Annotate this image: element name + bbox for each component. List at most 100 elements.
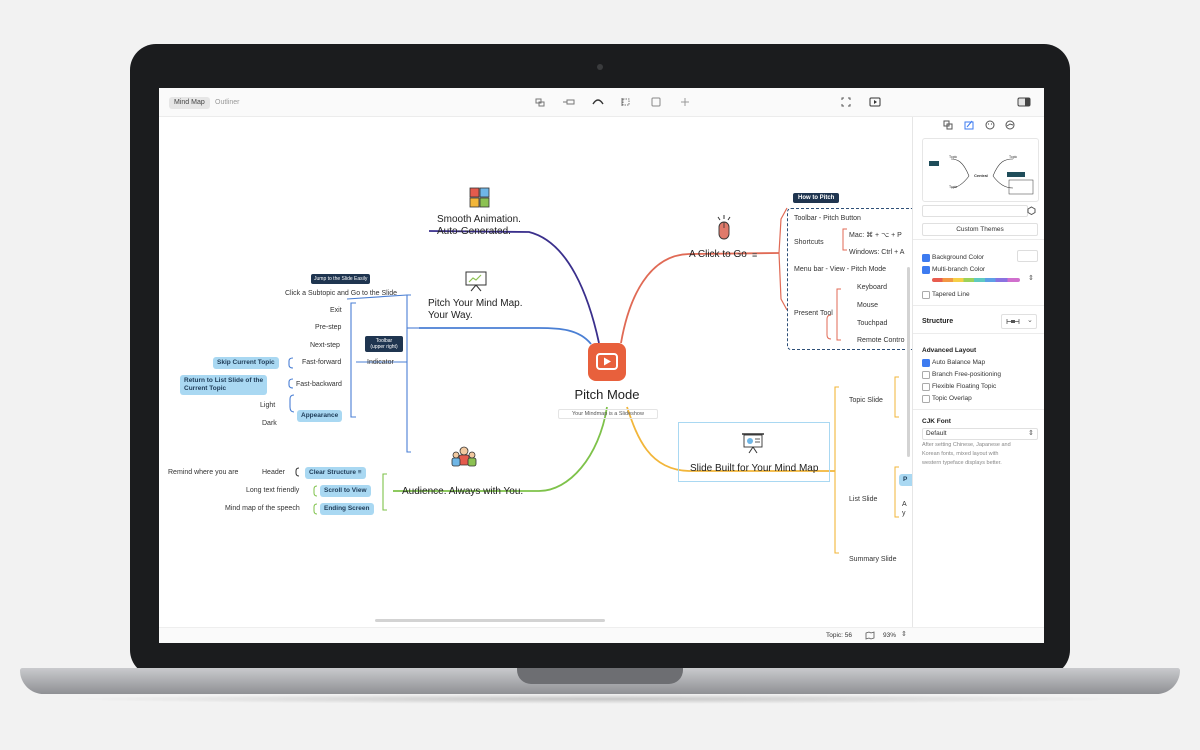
branch-free-checkbox[interactable] <box>922 371 930 379</box>
horizontal-scrollbar[interactable] <box>375 619 605 622</box>
theme-icon[interactable] <box>964 120 974 130</box>
list-slide-a[interactable]: A <box>902 501 907 508</box>
pitch-item-next-step[interactable]: Next-step <box>310 342 340 349</box>
map-icon[interactable] <box>1005 120 1015 130</box>
clear-structure-chip[interactable]: Clear Structure ≡ <box>305 467 366 479</box>
pitch-item-pre-step[interactable]: Pre-step <box>315 324 342 331</box>
vertical-scrollbar[interactable] <box>907 267 910 457</box>
appearance-dark[interactable]: Dark <box>262 420 277 427</box>
emoji-icon[interactable] <box>985 120 995 130</box>
central-topic-icon[interactable] <box>588 343 626 381</box>
pitch-item-fast-backward[interactable]: Fast-backward <box>296 381 342 388</box>
shortcut-mac[interactable]: Mac: ⌘ + ⌥ + P <box>849 232 902 239</box>
pitch-item-exit[interactable]: Exit <box>330 307 342 314</box>
topic-overlap-checkbox[interactable] <box>922 395 930 403</box>
shortcuts-label[interactable]: Shortcuts <box>794 239 824 246</box>
return-list-slide-chip[interactable]: Return to List Slide of the Current Topi… <box>180 375 268 395</box>
cjk-font-heading: CJK Font <box>922 418 951 425</box>
appearance-light[interactable]: Light <box>260 402 276 409</box>
tool-remote-control[interactable]: Remote Contro <box>857 337 905 344</box>
topic-icon[interactable] <box>535 97 545 107</box>
long-text-label[interactable]: Long text friendly <box>246 487 300 494</box>
how-to-pitch-tag[interactable]: How to Pitch <box>793 193 840 203</box>
theme-name-field[interactable] <box>922 205 1028 217</box>
branch-free-label: Branch Free-positioning <box>932 371 1002 378</box>
background-color-checkbox[interactable] <box>922 254 930 262</box>
menu-bar-label[interactable]: Menu bar - View - Pitch Mode <box>794 266 887 273</box>
background-color-label: Background Color <box>932 254 985 261</box>
cjk-font-select[interactable]: Default ⇕ <box>922 428 1038 440</box>
relationship-icon[interactable] <box>592 96 604 106</box>
list-slide-label[interactable]: List Slide <box>849 496 878 503</box>
present-tool-label[interactable]: Present Tool <box>794 310 833 317</box>
subtopic-icon[interactable] <box>563 97 575 107</box>
scroll-to-view-chip[interactable]: Scroll to View <box>320 485 371 497</box>
central-topic-title[interactable]: Pitch Mode <box>574 387 640 402</box>
indicator-label[interactable]: Indicator <box>367 359 394 366</box>
pitch-item-fast-forward[interactable]: Fast-forward <box>302 359 342 366</box>
remind-label[interactable]: Remind where you are <box>168 469 239 476</box>
cube-icon[interactable] <box>1027 206 1036 215</box>
smooth-branch-line1[interactable]: Smooth Animation. <box>437 214 521 225</box>
topic-slide-label[interactable]: Topic Slide <box>849 397 883 404</box>
how-to-pitch-boundary[interactable] <box>787 208 912 350</box>
click-branch-title[interactable]: A Click to Go <box>689 249 747 260</box>
slide-branch-title[interactable]: Slide Built for Your Mind Map <box>690 463 819 474</box>
multi-branch-label: Multi-branch Color <box>932 266 986 273</box>
smooth-branch-line2[interactable]: Auto-Generated. <box>437 226 511 237</box>
custom-themes-button[interactable]: Custom Themes <box>922 223 1038 236</box>
style-icon[interactable] <box>943 120 953 130</box>
appearance-chip[interactable]: Appearance <box>297 410 343 422</box>
theme-preview[interactable]: Central Topic Topic Topic <box>922 138 1039 202</box>
notes-icon[interactable]: ≡ <box>752 250 758 260</box>
toolbar-pitch-button-label[interactable]: Toolbar - Pitch Button <box>794 215 861 222</box>
topic-overlap-label: Topic Overlap <box>932 395 972 402</box>
audience-icon <box>451 446 477 467</box>
tapered-line-checkbox[interactable] <box>922 291 930 299</box>
pitch-branch-line2[interactable]: Your Way. <box>428 310 473 321</box>
skip-current-topic-chip[interactable]: Skip Current Topic <box>213 357 279 369</box>
tab-mind-map[interactable]: Mind Map <box>169 97 210 109</box>
pitch-icon[interactable] <box>869 97 881 107</box>
audience-branch-title[interactable]: Audience. Always with You. <box>402 486 524 497</box>
summary-slide-label[interactable]: Summary Slide <box>849 556 897 563</box>
tip-jump: Jump to the Slide Easily <box>311 274 371 284</box>
pitch-branch-line1[interactable]: Pitch Your Mind Map. <box>428 298 523 309</box>
mind-map-speech-label[interactable]: Mind map of the speech <box>225 505 300 512</box>
multi-branch-stepper-icon[interactable]: ⇕ <box>1028 275 1034 282</box>
cjk-font-note: After setting Chinese, Japanese and Kore… <box>922 441 1011 468</box>
tool-mouse[interactable]: Mouse <box>857 302 879 309</box>
tool-touchpad[interactable]: Touchpad <box>857 320 888 327</box>
zoom-stepper-icon[interactable]: ⇕ <box>901 631 907 638</box>
flexible-floating-checkbox[interactable] <box>922 383 930 391</box>
status-bar: Topic: 56 93% ⇕ <box>159 627 1044 643</box>
toolbar: Mind Map Outliner <box>159 88 1044 117</box>
auto-balance-checkbox[interactable] <box>922 359 930 367</box>
return-chip-line2: Current Topic <box>184 385 227 392</box>
add-icon[interactable] <box>680 97 690 107</box>
panel-toggle-icon[interactable] <box>1017 97 1031 107</box>
tip-toolbar: Toolbar (upper right) <box>365 336 403 352</box>
shortcut-windows[interactable]: Windows: Ctrl + A <box>849 249 905 256</box>
slide-topic-selection[interactable] <box>678 422 830 482</box>
multi-branch-checkbox[interactable] <box>922 266 930 274</box>
zoom-level[interactable]: 93% <box>883 632 897 639</box>
list-slide-y[interactable]: y <box>902 510 906 517</box>
header-label[interactable]: Header <box>262 469 285 476</box>
central-topic-subtitle[interactable]: Your Mindmap is a Slideshow <box>558 409 658 419</box>
ending-screen-chip[interactable]: Ending Screen <box>320 503 374 515</box>
laptop-notch <box>517 668 683 684</box>
camera-dot <box>597 64 603 70</box>
multi-branch-color-bar[interactable] <box>932 278 1020 282</box>
preview-topic-1: Topic <box>949 155 958 159</box>
tool-keyboard[interactable]: Keyboard <box>857 284 887 291</box>
tab-outliner[interactable]: Outliner <box>215 99 240 106</box>
click-subtopic-label[interactable]: Click a Subtopic and Go to the Slide <box>285 290 398 297</box>
mind-map-canvas[interactable]: Pitch Mode Your Mindmap is a Slideshow S… <box>159 117 917 627</box>
boundary-icon[interactable] <box>621 97 631 107</box>
structure-select[interactable]: ⌄ <box>1001 314 1037 329</box>
summary-icon[interactable] <box>651 97 661 107</box>
map-view-icon[interactable] <box>865 631 875 640</box>
background-color-swatch[interactable] <box>1017 250 1038 262</box>
fullscreen-icon[interactable] <box>841 97 851 107</box>
